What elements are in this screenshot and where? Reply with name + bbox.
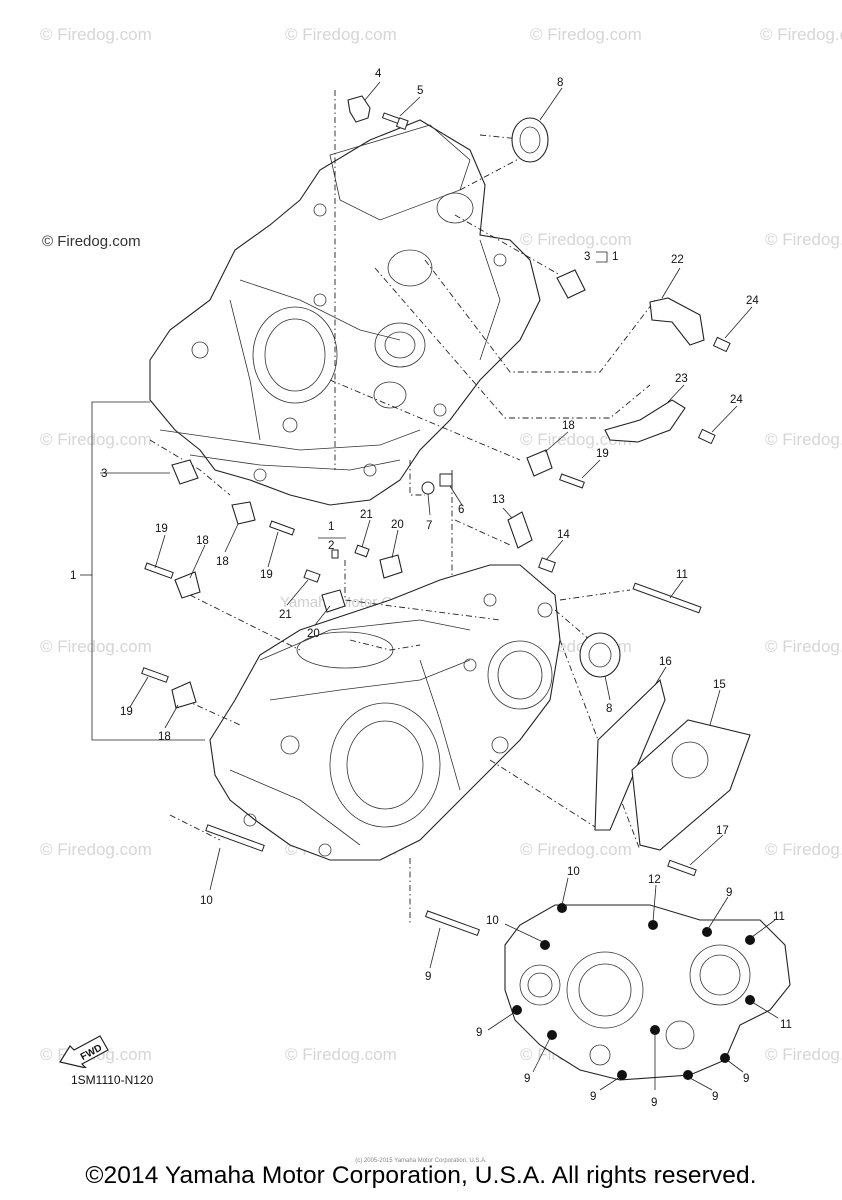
callout-5: 5 bbox=[417, 85, 423, 97]
watermark: © Firedog.com bbox=[765, 230, 842, 249]
callout-8: 8 bbox=[606, 703, 612, 715]
callout-16: 16 bbox=[659, 656, 672, 668]
callout-20: 20 bbox=[391, 519, 404, 531]
callout-9: 9 bbox=[425, 971, 431, 983]
inset-leader-lines bbox=[487, 877, 779, 1091]
callout-3: 3 bbox=[584, 251, 590, 263]
callout-11: 11 bbox=[773, 911, 785, 923]
watermark: © Firedog.com bbox=[285, 25, 397, 44]
bolt-location-inset bbox=[504, 903, 791, 1081]
callout-19: 19 bbox=[155, 523, 168, 535]
callout-9: 9 bbox=[590, 1091, 596, 1103]
callout-17: 17 bbox=[716, 825, 729, 837]
callout-7: 7 bbox=[426, 520, 432, 532]
callout-labels: 4 5 8 3 1 22 24 23 24 18 19 3 1 13 6 7 2… bbox=[70, 68, 792, 1109]
callout-2: 2 bbox=[328, 540, 334, 552]
watermark: © Firedog.com bbox=[765, 430, 842, 449]
callout-9: 9 bbox=[524, 1073, 530, 1085]
callout-8: 8 bbox=[557, 77, 563, 89]
callout-19: 19 bbox=[596, 448, 609, 460]
callout-9: 9 bbox=[651, 1097, 657, 1109]
watermark: © Firedog.com bbox=[40, 840, 152, 859]
callout-19: 19 bbox=[260, 569, 273, 581]
callout-9: 9 bbox=[743, 1073, 749, 1085]
callout-9: 9 bbox=[476, 1027, 482, 1039]
callout-1: 1 bbox=[612, 251, 618, 263]
right-crankcase-half bbox=[209, 564, 561, 861]
callout-10: 10 bbox=[567, 866, 580, 878]
callout-12: 12 bbox=[648, 874, 661, 886]
callout-18: 18 bbox=[216, 556, 229, 568]
callout-11: 11 bbox=[780, 1019, 792, 1031]
callout-1: 1 bbox=[328, 521, 334, 533]
callout-15: 15 bbox=[713, 679, 726, 691]
watermark: © Firedog.com bbox=[40, 430, 152, 449]
callout-18: 18 bbox=[562, 420, 575, 432]
callout-19: 19 bbox=[120, 706, 133, 718]
watermark: © Firedog.com bbox=[40, 637, 152, 656]
callout-4: 4 bbox=[375, 68, 382, 80]
callout-20: 20 bbox=[307, 628, 320, 640]
diagram-code: 1SM1110-N120 bbox=[71, 1073, 154, 1087]
watermark: © Firedog.com bbox=[530, 25, 642, 44]
small-parts bbox=[141, 95, 751, 937]
callout-3: 3 bbox=[101, 468, 107, 480]
callout-13: 13 bbox=[492, 494, 505, 506]
bracket-lines bbox=[80, 251, 608, 741]
callout-21: 21 bbox=[279, 609, 292, 621]
callout-11: 11 bbox=[676, 569, 688, 581]
callout-9: 9 bbox=[712, 1091, 718, 1103]
callout-23: 23 bbox=[675, 373, 688, 385]
callout-6: 6 bbox=[458, 504, 464, 516]
watermark: © Firedog.com bbox=[765, 637, 842, 656]
callout-21: 21 bbox=[360, 509, 373, 521]
watermark: © Firedog.com bbox=[520, 430, 632, 449]
callout-18: 18 bbox=[158, 731, 171, 743]
left-crankcase-half bbox=[149, 119, 541, 506]
watermark-dark: © Firedog.com bbox=[42, 233, 141, 250]
watermark: © Firedog.com bbox=[285, 1045, 397, 1064]
watermark: © Firedog.com bbox=[765, 1045, 842, 1064]
callout-leaders bbox=[129, 81, 753, 969]
callout-14: 14 bbox=[557, 529, 570, 541]
callout-9: 9 bbox=[726, 887, 732, 899]
forward-arrow-icon: FWD bbox=[59, 1035, 109, 1068]
callout-10: 10 bbox=[486, 915, 499, 927]
callout-24: 24 bbox=[730, 394, 743, 406]
watermark: © Firedog.com bbox=[520, 840, 632, 859]
callout-24: 24 bbox=[746, 295, 759, 307]
tiny-copyright: (c) 2005-2015 Yamaha Motor Corporation, … bbox=[355, 1158, 487, 1164]
watermark: © Firedog.com bbox=[765, 840, 842, 859]
copyright-notice: ©2014 Yamaha Motor Corporation, U.S.A. A… bbox=[85, 1162, 757, 1189]
callout-22: 22 bbox=[671, 254, 684, 266]
watermark: © Firedog.com bbox=[760, 25, 842, 44]
callout-1: 1 bbox=[70, 570, 76, 582]
callout-10: 10 bbox=[200, 895, 213, 907]
callout-18: 18 bbox=[196, 535, 209, 547]
watermark: © Firedog.com bbox=[40, 25, 152, 44]
watermark: © Firedog.com bbox=[520, 230, 632, 249]
alignment-lines-upper bbox=[149, 90, 656, 680]
